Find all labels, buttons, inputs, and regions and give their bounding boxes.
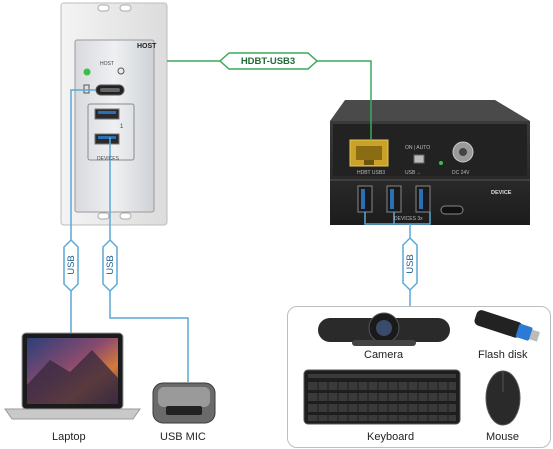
keyboard-icon bbox=[303, 369, 461, 425]
port-number-label: 1 bbox=[120, 124, 124, 130]
usb-direction-label: USB ← bbox=[405, 170, 422, 176]
flash-disk-label: Flash disk bbox=[478, 349, 528, 361]
usb-cable-marker bbox=[402, 236, 418, 292]
hdbt-port-label: HDBT USB3 bbox=[357, 170, 385, 176]
device-label: DEVICE bbox=[491, 190, 512, 196]
usb-cable-label: USB bbox=[105, 255, 116, 275]
wallplate bbox=[60, 2, 168, 226]
host-label: HOST bbox=[137, 43, 157, 50]
usb-mic-icon bbox=[152, 382, 216, 424]
usb-cable-marker bbox=[63, 238, 79, 293]
laptop-label: Laptop bbox=[52, 431, 86, 443]
devices-label: DEVICES bbox=[97, 156, 120, 162]
usb-mic-label: USB MIC bbox=[160, 431, 206, 443]
power-led-icon bbox=[83, 68, 91, 76]
extender-box bbox=[330, 100, 530, 225]
usb-c-port-icon bbox=[440, 205, 464, 215]
hdbt-link-marker bbox=[218, 52, 319, 70]
usb-cable-label: USB bbox=[66, 255, 77, 275]
mouse-label: Mouse bbox=[486, 431, 520, 443]
flash-disk-icon bbox=[474, 310, 540, 342]
laptop-icon bbox=[4, 332, 141, 420]
camera-icon bbox=[318, 312, 450, 346]
extender-devices-label: DEVICES 3x bbox=[394, 216, 423, 222]
host-port-label: HOST bbox=[100, 61, 114, 67]
switch-icon bbox=[413, 154, 425, 164]
switch-label: ON | AUTO bbox=[405, 145, 430, 151]
usb-cable-label: USB bbox=[405, 254, 416, 274]
keyboard-label: Keyboard bbox=[367, 431, 415, 443]
camera-label: Camera bbox=[364, 349, 404, 361]
hdbt-link-label: HDBT-USB3 bbox=[241, 56, 295, 67]
mouse-icon bbox=[485, 370, 521, 426]
dc-label: DC 24V bbox=[452, 170, 470, 176]
usb-cable-marker bbox=[102, 238, 118, 293]
